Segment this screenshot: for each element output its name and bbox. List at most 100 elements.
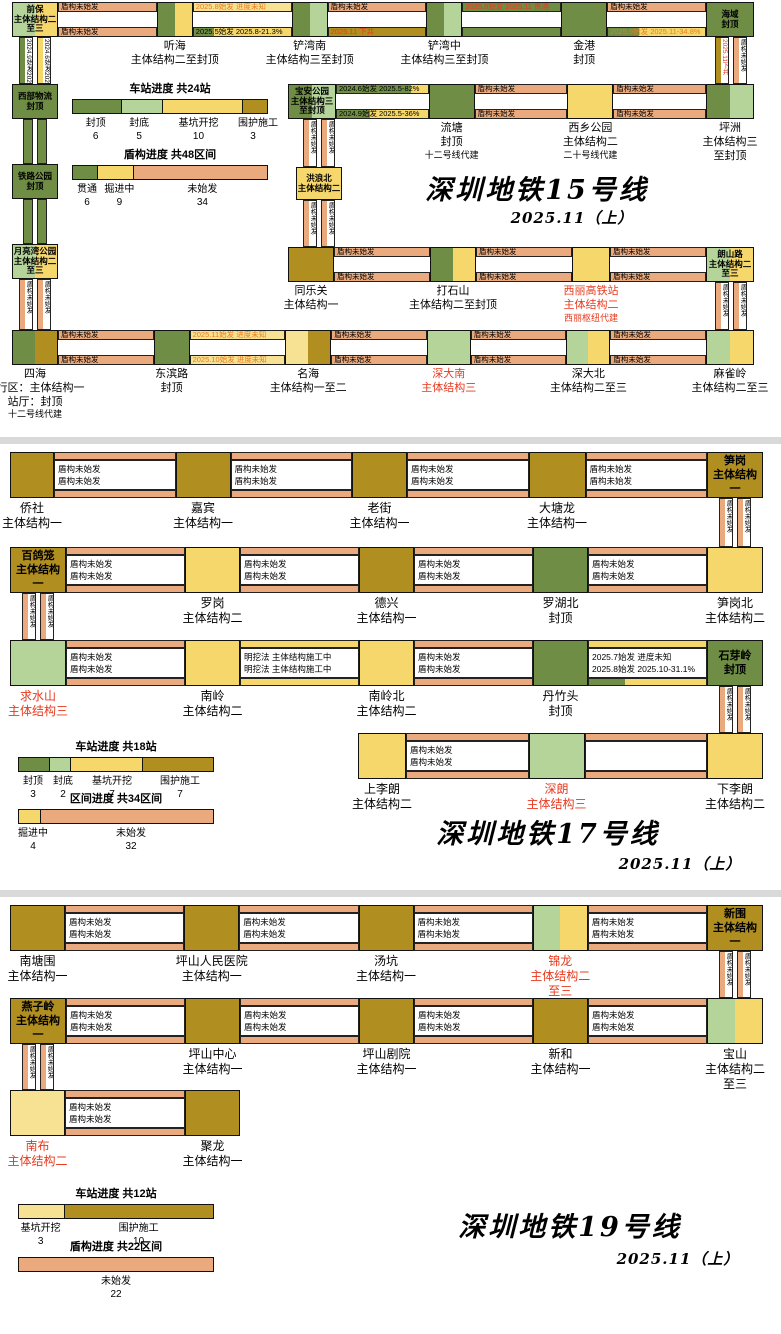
diagram-part: 2025.8始发 2025.10-31.1%: [592, 664, 696, 674]
diagram-part: 盾构未始发: [591, 917, 635, 927]
diagram-part: 盾构未始发: [330, 2, 369, 11]
station-state-color: [292, 3, 310, 36]
tunnel-segment: 2025.8始发 2025.11 贯通: [462, 2, 562, 37]
tunnel-status-text: 明挖法 主体结构施工中明挖法 主体结构施工中: [240, 648, 359, 678]
diagram-part: 至三: [722, 1077, 747, 1091]
diagram-part: [589, 756, 707, 768]
station-state-color: [360, 641, 413, 685]
line19-row2: 燕子岭主体结构一盾构未始发盾构未始发坪山中心主体结构一盾构未始发盾构未始发坪山剧…: [10, 998, 765, 1091]
diagram-part: 主体结构一至二: [269, 381, 347, 394]
tunnel-bar: [720, 952, 725, 997]
diagram-part: 盾构未始发: [418, 1010, 461, 1020]
tunnel-bar: 2025.10始发 进度未知: [189, 355, 286, 365]
diagram-part: 主体结构一: [713, 468, 757, 496]
progress-fill: [589, 679, 626, 685]
diagram-part: 2025.11 下井: [330, 27, 375, 36]
diagram-part: 2025.5始发 2025.8-21.3%: [195, 27, 283, 36]
tunnel-segment: 盾构未始发盾构未始发: [65, 905, 185, 951]
station-box: [12, 330, 58, 365]
tunnel-tube-vertical: [23, 119, 33, 164]
diagram-part: 二十号线代建: [563, 149, 618, 160]
diagram-part: 盾构未始发: [418, 1022, 461, 1032]
progress-fill: [608, 28, 640, 36]
diagram-part: 盾构未始发: [616, 84, 654, 93]
diagram-part: 明挖法 主体结构施工中: [244, 664, 332, 674]
line15-vseg-tielugongyuan-yueliangwan: [12, 199, 58, 244]
tunnel-bar: [734, 38, 739, 83]
diagram-part: 盾构未始发: [244, 1022, 287, 1032]
station-state-color: [353, 453, 406, 497]
line15-station-yueliangwan: 月亮湾公园主体结构二至三: [12, 244, 58, 279]
diagram-part: 宝安公园: [294, 86, 329, 97]
tunnel-bar: [588, 678, 707, 686]
diagram-part: 盾构未始发: [61, 330, 99, 339]
station-新围: 新围主体结构一: [707, 905, 763, 951]
station-label: 坪洲主体结构三至封顶: [655, 122, 781, 163]
diagram-part: 2024.12-49.6%: [43, 72, 50, 83]
station-下李朗: 下李朗主体结构二: [705, 733, 765, 811]
diagram-part: 下井: [721, 62, 728, 76]
station-西部物流: 西部物流封顶: [12, 84, 58, 119]
tunnel-status-text: 盾构未始发盾构未始发: [54, 460, 176, 490]
tunnel-tube-vertical: 盾构未始发: [733, 282, 747, 330]
diagram-part: 盾构未始发: [46, 1046, 53, 1079]
diagram-part: 罗岗: [200, 596, 225, 610]
diagram-part: 主体结构一: [356, 1062, 417, 1076]
station-label: 深大南主体结构三: [374, 368, 524, 396]
diagram-part: 盾构未始发: [334, 330, 372, 339]
diagram-part: 盾构未始发: [69, 1102, 112, 1112]
station-state-color: [730, 85, 754, 118]
tunnel-tube-vertical: 盾构未始发: [303, 200, 317, 247]
station-state-color: [534, 999, 587, 1043]
diagram-part: 盾构未始发: [327, 202, 334, 235]
line15-vseg-baoangongyuan-honglangbei: 盾构未始发盾构未始发: [296, 119, 342, 167]
station-state-color: [13, 331, 35, 364]
tunnel-bar: [240, 998, 359, 1006]
station-丹竹头: 丹竹头封顶: [533, 640, 588, 718]
tunnel-bar: 盾构未始发: [334, 247, 430, 257]
diagram-part: 盾构未始发: [309, 121, 316, 154]
diagram-part: 盾构未始发: [743, 688, 750, 721]
tunnel-segment: 明挖法 主体结构施工中明挖法 主体结构施工中: [240, 640, 359, 686]
legend-bar-segment: [142, 758, 214, 771]
station-state-color: [729, 331, 753, 364]
legend-bar-segment: [41, 810, 213, 823]
diagram-part: 燕子岭: [21, 1000, 55, 1013]
diagram-part: 封底: [129, 118, 150, 129]
station-box: [185, 547, 240, 593]
diagram-part: 下李朗: [716, 782, 753, 796]
diagram-part: 西丽高铁站: [563, 285, 619, 297]
station-label: 罗岗主体结构二: [138, 596, 288, 626]
diagram-part: 主体结构一: [349, 516, 410, 530]
station-state-color: [289, 248, 333, 281]
station-state-color: [154, 331, 189, 364]
station-box: [428, 84, 475, 119]
diagram-part: 盾构未始发: [61, 27, 99, 36]
tunnel-bar: 2025.5始发 2025.8-21.3%: [192, 27, 292, 37]
tunnel-segment: 盾构未始发盾构未始发: [66, 547, 185, 593]
legend-bar-segment: [73, 100, 122, 113]
station-label: 西丽高铁站主体结构二西丽枢纽代建: [516, 285, 666, 324]
tunnel-bar: [41, 594, 46, 639]
station-box: [707, 998, 763, 1044]
tunnel-bar: [414, 1036, 533, 1044]
diagram-part: 车行区：主体结构一: [0, 381, 85, 394]
diagram-part: 侨社: [19, 501, 44, 515]
diagram-part: 西部物流: [17, 90, 52, 101]
tunnel-tube-vertical: 盾构未始发: [321, 200, 335, 247]
tunnel-bar: 盾构未始发: [476, 247, 572, 257]
diagram-part: 盾构未始发: [46, 595, 53, 628]
station-box: [707, 733, 763, 779]
diagram-part: 主体结构二: [708, 258, 752, 269]
station-label: 金港封顶: [509, 40, 659, 68]
tunnel-segment: 盾构未始发盾构未始发: [407, 452, 529, 498]
tunnel-bar: 盾构未始发: [327, 2, 427, 12]
legend-bar: [18, 757, 214, 772]
